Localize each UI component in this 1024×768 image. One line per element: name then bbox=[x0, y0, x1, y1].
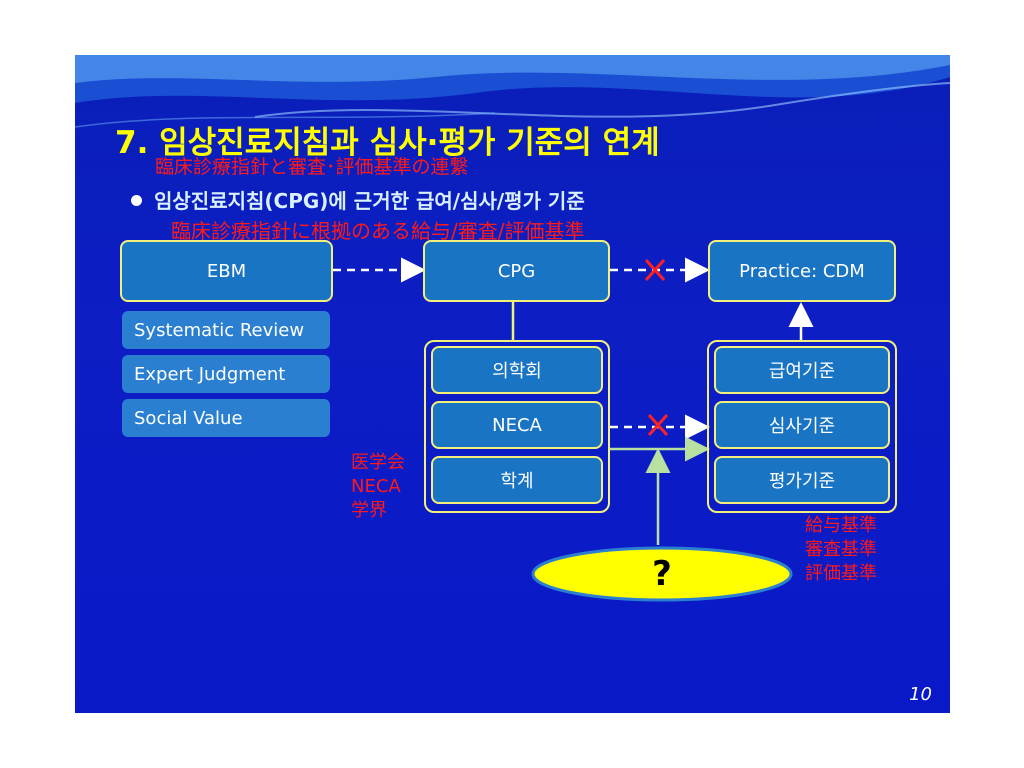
wave-decoration bbox=[75, 55, 950, 128]
slide-title: 7. 임상진료지침과 심사·평가 기준의 연계 bbox=[115, 125, 660, 161]
cpg-group-item-neca: NECA bbox=[431, 401, 603, 449]
criteria-item-review: 심사기준 bbox=[714, 401, 890, 449]
bullet-text: 임상진료지침(CPG)에 근거한 급여/심사/평가 기준 bbox=[131, 185, 585, 214]
page-number: 10 bbox=[909, 684, 932, 705]
bullet-dot-icon bbox=[131, 195, 142, 206]
cpg-group-item-academia: 학계 bbox=[431, 456, 603, 504]
jp-label-medical-society: 医学会 bbox=[351, 452, 405, 473]
blocked-x-icon-top bbox=[644, 258, 666, 282]
cpg-group-frame bbox=[424, 340, 610, 513]
cpg-box: CPG bbox=[423, 240, 610, 302]
criteria-group-frame bbox=[707, 340, 897, 513]
jp-label-evaluation: 評価基準 bbox=[805, 563, 877, 584]
jp-label-payment: 給与基準 bbox=[805, 515, 877, 536]
practice-box: Practice: CDM bbox=[708, 240, 896, 302]
criteria-item-payment: 급여기준 bbox=[714, 346, 890, 394]
diagram-connectors bbox=[333, 257, 814, 602]
ebm-item-systematic-review: Systematic Review bbox=[122, 311, 330, 349]
cpg-group-item-medical-society: 의학회 bbox=[431, 346, 603, 394]
blocked-x-icon-middle bbox=[647, 413, 669, 437]
criteria-item-evaluation: 평가기준 bbox=[714, 456, 890, 504]
cpg-group-jp-labels: 医学会 NECA 学界 bbox=[351, 451, 405, 523]
ebm-box: EBM bbox=[120, 240, 333, 302]
slide-title-jp: 臨床診療指針と審査･評価基準の連繋 bbox=[155, 156, 469, 178]
jp-label-academia: 学界 bbox=[351, 500, 387, 521]
ebm-item-expert-judgment: Expert Judgment bbox=[122, 355, 330, 393]
jp-label-neca: NECA bbox=[351, 476, 401, 497]
question-mark: ? bbox=[652, 554, 672, 594]
ebm-item-social-value: Social Value bbox=[122, 399, 330, 437]
jp-label-review: 審査基準 bbox=[805, 539, 877, 560]
criteria-group-jp-labels: 給与基準 審査基準 評価基準 bbox=[805, 514, 877, 586]
question-ellipse bbox=[531, 546, 793, 602]
bullet-label: 임상진료지침(CPG)에 근거한 급여/심사/평가 기준 bbox=[154, 189, 585, 213]
bullet-text-jp: 臨床診療指針に根拠のある給与/審査/評価基準 bbox=[171, 219, 585, 243]
slide: 7. 임상진료지침과 심사·평가 기준의 연계 臨床診療指針と審査･評価基準の連… bbox=[75, 55, 950, 713]
